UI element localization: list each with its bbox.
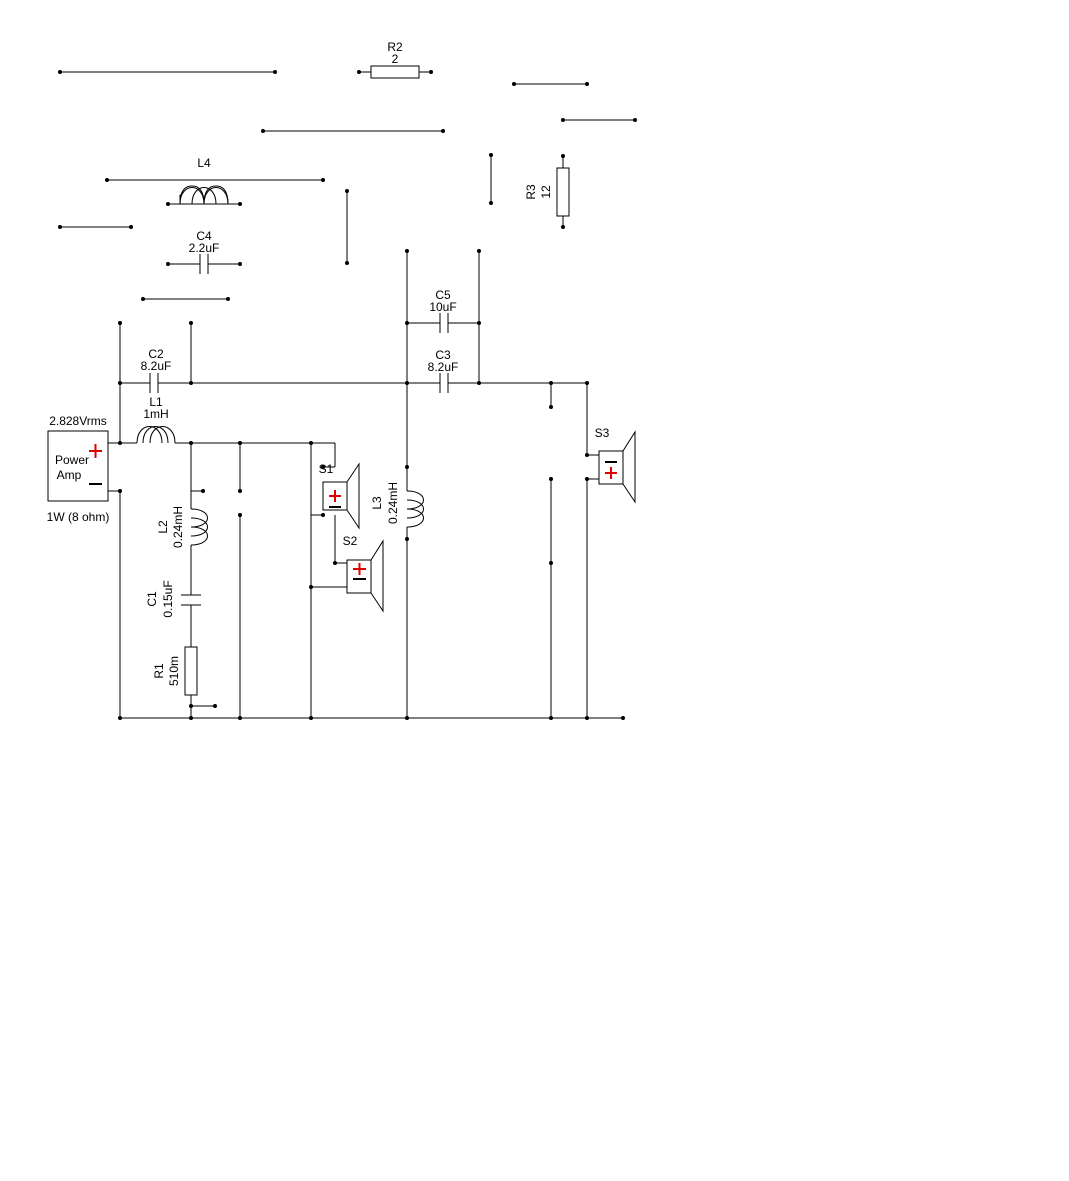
resistor-r1: R1 510m xyxy=(152,646,198,696)
c1-value: 0.15uF xyxy=(161,580,175,617)
capacitor-c4: C4 2.2uF xyxy=(166,229,242,274)
power-amp-label-2: Amp xyxy=(57,468,82,482)
c4-value: 2.2uF xyxy=(189,241,220,255)
l3-value: 0.24mH xyxy=(386,482,400,524)
c3-name: C3 xyxy=(435,348,451,362)
s3-name: S3 xyxy=(595,426,610,440)
resistor-r3: R3 12 xyxy=(524,154,570,229)
c2-value: 8.2uF xyxy=(141,359,172,373)
loose-wires xyxy=(60,71,635,300)
power-amp-rating: 1W (8 ohm) xyxy=(47,510,110,524)
r3-value: 12 xyxy=(539,185,553,199)
capacitor-c3: C3 8.2uF xyxy=(428,348,459,393)
l3-name: L3 xyxy=(370,496,384,510)
r2-value: 2 xyxy=(392,52,399,66)
inductor-l3: L3 0.24mH xyxy=(370,482,424,528)
speaker-s3: S3 xyxy=(595,426,636,504)
inductor-l4: L4 xyxy=(166,156,242,206)
c1-name: C1 xyxy=(145,591,159,607)
r1-name: R1 xyxy=(152,663,166,679)
s2-name: S2 xyxy=(343,534,358,548)
circuit-junction-dots xyxy=(118,249,625,720)
power-amp-voltage: 2.828Vrms xyxy=(49,414,107,428)
power-amp: 2.828Vrms Power Amp 1W (8 ohm) xyxy=(47,414,110,524)
r2-name: R2 xyxy=(387,40,403,54)
inductor-l2: L2 0.24mH xyxy=(156,506,208,548)
r3-name: R3 xyxy=(524,184,538,200)
capacitor-c2: C2 8.2uF xyxy=(141,347,172,393)
l2-name: L2 xyxy=(156,520,170,534)
capacitor-c1: C1 0.15uF xyxy=(145,580,201,618)
c2-name: C2 xyxy=(148,347,164,361)
speaker-s2: S2 xyxy=(343,534,384,613)
c5-name: C5 xyxy=(435,288,451,302)
r1-value: 510m xyxy=(167,656,181,686)
c5-value: 10uF xyxy=(429,300,456,314)
l2-value: 0.24mH xyxy=(171,506,185,548)
speaker-s1: S1 xyxy=(319,462,360,530)
resistor-r2: R2 2 xyxy=(357,40,433,79)
power-amp-label-1: Power xyxy=(55,453,89,467)
l1-name: L1 xyxy=(149,395,163,409)
c3-value: 8.2uF xyxy=(428,360,459,374)
l4-name: L4 xyxy=(197,156,211,170)
l1-value: 1mH xyxy=(143,407,168,421)
loose-wire-dots xyxy=(58,70,637,301)
s1-name: S1 xyxy=(319,462,334,476)
inductor-l1: L1 1mH xyxy=(136,395,176,444)
c4-name: C4 xyxy=(196,229,212,243)
capacitor-c5: C5 10uF xyxy=(429,288,457,333)
